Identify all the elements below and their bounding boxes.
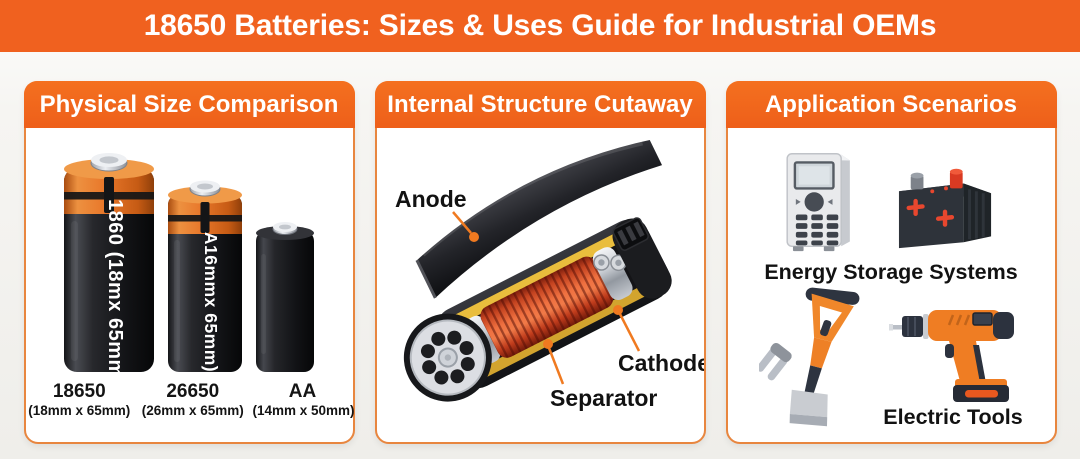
cathode-leader-line: [618, 313, 640, 352]
cathode-label: Cathode: [618, 350, 704, 376]
cordless-drill-icon: [889, 310, 1014, 402]
page-title: 18650 Batteries: Sizes & Uses Guide for …: [143, 9, 937, 42]
separator-label: Separator: [550, 385, 657, 411]
caption-18650: 18650 (18mm x 65mm): [26, 382, 134, 420]
battery-dimensions: (18mm x 65mm): [28, 403, 131, 418]
cutaway-header: Internal Structure Cutaway: [374, 81, 706, 128]
panel-application-scenarios: Application Scenarios: [725, 81, 1057, 444]
anode-leader-line: [451, 211, 472, 234]
cathode-leader-dot: [612, 305, 623, 315]
energy-storage-unit-icon: [786, 152, 850, 252]
anode-label: Anode: [395, 186, 467, 212]
caption-aa: AA (14mm x 50mm): [252, 381, 355, 420]
battery-26650-body-text: A16mmx 65mm): [201, 232, 221, 372]
applications-header: Application Scenarios: [725, 81, 1057, 128]
applications-title: Application Scenarios: [764, 90, 1018, 118]
battery-18650-body-text: 1860 (18mx 65mm): [104, 199, 126, 374]
battery-cutaway-graphic: Anode Cathode Separator: [395, 139, 704, 411]
separator-leader-line: [547, 347, 564, 385]
electric-tools-label: Electric Tools: [883, 405, 1023, 429]
battery-18650-icon: 1860 (18mx 65mm): [64, 153, 154, 374]
battery-name: AA: [288, 381, 317, 402]
battery-name: 26650: [166, 381, 220, 402]
garden-tool-icon: [759, 287, 860, 427]
caption-26650: 26650 (26mm x 65mm): [139, 382, 247, 420]
battery-aa-icon: [256, 222, 314, 372]
battery-26650-icon: A16mmx 65mm): [168, 180, 242, 372]
separator-strip-bottom: [474, 281, 654, 381]
battery-figure-aa: [252, 218, 318, 374]
page-banner: 18650 Batteries: Sizes & Uses Guide for …: [0, 0, 1080, 52]
battery-lineup: 1860 (18mx 65mm): [26, 128, 353, 374]
battery-name: 18650: [52, 381, 106, 402]
size-comparison-title: Physical Size Comparison: [39, 90, 339, 118]
cutaway-title: Internal Structure Cutaway: [387, 90, 693, 118]
cutaway-outer-shell: [415, 139, 662, 299]
battery-captions: 18650 (18mm x 65mm) 26650 (26mm x 65mm) …: [26, 381, 355, 420]
battery-figure-26650: A16mmx 65mm): [164, 174, 246, 374]
battery-dimensions: (26mm x 65mm): [141, 403, 244, 418]
car-battery-icon: [898, 168, 992, 249]
battery-figure-18650: 1860 (18mx 65mm): [60, 146, 158, 374]
energy-storage-label: Energy Storage Systems: [764, 260, 1018, 284]
panel-size-comparison: Physical Size Comparison: [23, 81, 355, 444]
panel-internal-structure: Internal Structure Cutaway: [374, 81, 706, 444]
electric-tools-icons: Electric Tools: [759, 287, 1023, 439]
size-comparison-header: Physical Size Comparison: [23, 81, 355, 128]
separator-leader-dot: [542, 339, 553, 349]
panels-row: Physical Size Comparison: [0, 81, 1080, 444]
cutaway-battery-body: [403, 217, 672, 402]
energy-storage-icons: [781, 142, 1001, 254]
battery-dimensions: (14mm x 50mm): [252, 403, 355, 418]
anode-leader-dot: [468, 232, 479, 242]
